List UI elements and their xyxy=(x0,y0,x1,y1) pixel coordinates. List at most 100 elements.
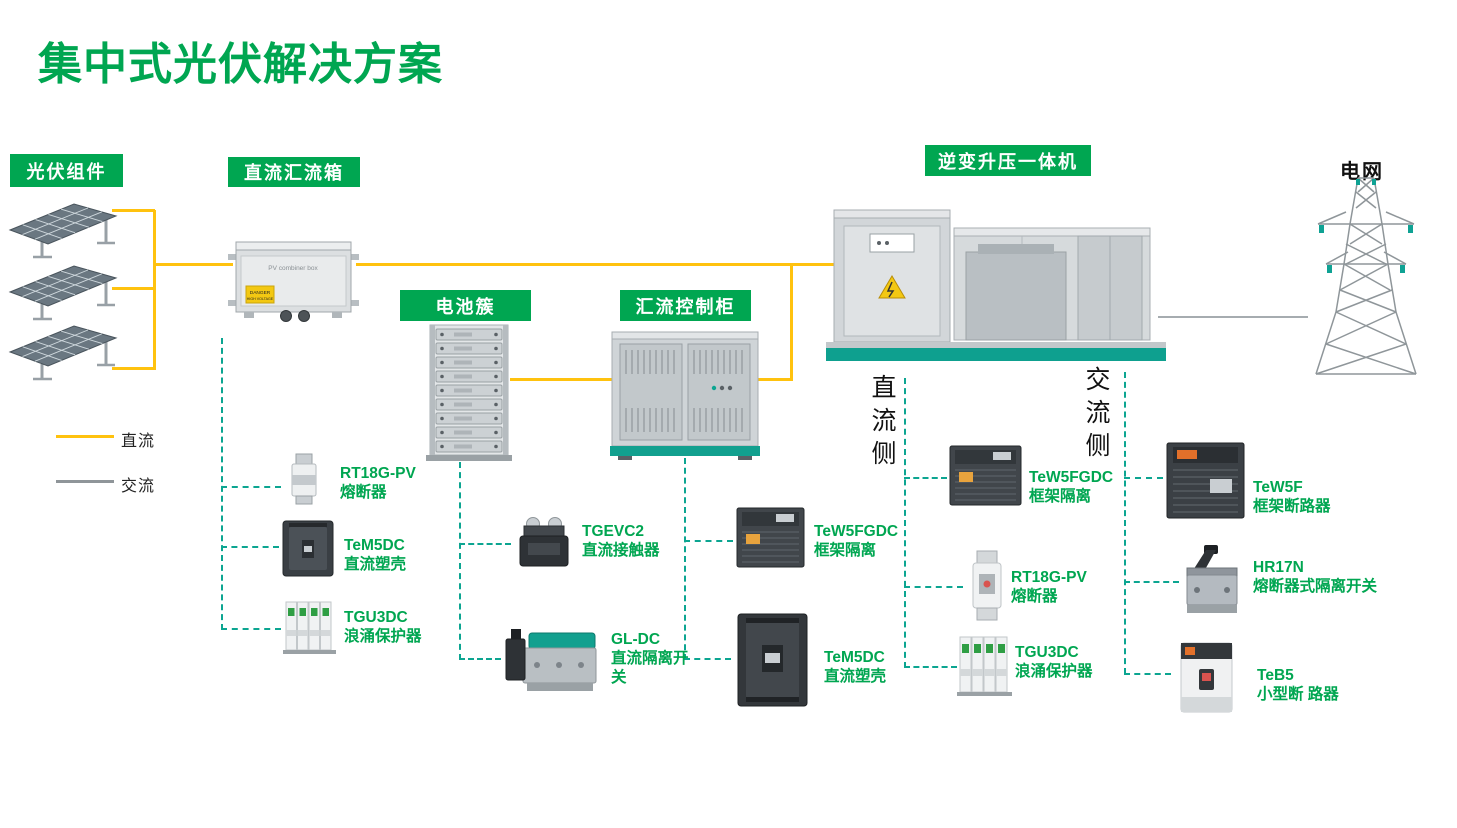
component-desc: 熔断器式隔离开关 xyxy=(1253,578,1378,595)
callout-line-control-2 xyxy=(684,658,731,660)
product-image-tew5fgdc-2 xyxy=(949,445,1022,506)
component-desc: 框架断路器 xyxy=(1253,498,1331,515)
component-callout-tgu3dc-2: TGU3DC 浪涌保护器 xyxy=(1015,643,1093,681)
product-image-tgevc2 xyxy=(519,517,569,567)
component-desc: 浪涌保护器 xyxy=(1015,663,1093,680)
component-callout-hr17n: HR17N 熔断器式隔离开关 xyxy=(1253,558,1377,596)
combiner-danger-text-1: DANGER xyxy=(250,290,271,296)
product-image-rt18g-pv-1 xyxy=(291,453,317,505)
product-image-teb5 xyxy=(1180,642,1233,713)
callout-line-combiner-1 xyxy=(221,486,281,488)
component-desc: 浪涌保护器 xyxy=(344,628,422,645)
legend-ac-line xyxy=(56,480,114,483)
component-name: TeM5DC xyxy=(824,649,885,666)
component-callout-rt18g-pv-1: RT18G-PV 熔断器 xyxy=(340,464,416,502)
component-name: TeM5DC xyxy=(344,537,405,554)
label-pv-modules: 光伏组件 xyxy=(10,154,123,187)
component-name: TeW5FGDC xyxy=(1029,469,1114,486)
dc-line-combiner-to-inverter xyxy=(356,263,834,266)
component-name: TeW5FGDC xyxy=(814,523,899,540)
product-image-tem5dc-1 xyxy=(282,520,334,577)
callout-line-acside-3 xyxy=(1124,673,1171,675)
product-image-hr17n xyxy=(1186,545,1238,613)
dc-line-panel-stub-3 xyxy=(112,367,155,370)
component-name: TGEVC2 xyxy=(582,523,645,540)
callout-line-battery-v xyxy=(459,462,461,660)
solar-panel-illustration-2 xyxy=(8,265,118,321)
callout-line-acside-v xyxy=(1124,372,1126,674)
combiner-box-illustration: PV combiner box DANGER HIGH VOLTAGE xyxy=(228,241,359,322)
callout-line-battery-2 xyxy=(459,658,501,660)
component-desc: 熔断器 xyxy=(1011,588,1058,605)
component-callout-tew5fgdc-1: TeW5FGDC 框架隔离 xyxy=(814,522,898,560)
callout-line-control-v xyxy=(684,458,686,660)
label-ac-side: 交流侧 xyxy=(1082,366,1110,465)
component-callout-tgevc2: TGEVC2 直流接触器 xyxy=(582,522,660,560)
component-name: TeW5F xyxy=(1253,479,1303,496)
page-title: 集中式光伏解决方案 xyxy=(38,40,443,89)
label-combiner-control: 汇流控制柜 xyxy=(620,290,751,321)
component-desc: 直流塑壳 xyxy=(824,668,887,685)
battery-rack-illustration xyxy=(426,324,512,461)
product-image-tgu3dc-1 xyxy=(283,601,336,654)
product-image-tew5f xyxy=(1166,442,1245,519)
callout-line-acside-1 xyxy=(1124,477,1163,479)
callout-line-combiner-v xyxy=(221,338,223,630)
component-desc: 框架隔离 xyxy=(814,542,877,559)
component-name: GL-DC xyxy=(611,631,661,648)
component-name: RT18G-PV xyxy=(1011,569,1087,586)
component-callout-gl-dc: GL-DC 直流隔离开关 xyxy=(611,630,691,687)
legend-ac-label: 交流 xyxy=(121,478,156,495)
component-callout-tem5dc-1: TeM5DC 直流塑壳 xyxy=(344,536,406,574)
component-name: RT18G-PV xyxy=(340,465,416,482)
component-callout-tew5fgdc-2: TeW5FGDC 框架隔离 xyxy=(1029,468,1113,506)
combiner-danger-text-2: HIGH VOLTAGE xyxy=(247,297,274,301)
dc-line-cabinet-to-riser xyxy=(756,378,792,381)
legend-dc-label: 直流 xyxy=(121,433,156,450)
component-name: TeB5 xyxy=(1257,667,1294,684)
dc-line-panel-stub-2 xyxy=(112,287,155,290)
label-dc-combiner: 直流汇流箱 xyxy=(228,157,360,187)
component-desc: 直流隔离开关 xyxy=(611,650,689,686)
label-dc-side: 直流侧 xyxy=(868,374,896,473)
inverter-illustration xyxy=(826,209,1166,361)
dc-line-panel-bus xyxy=(153,210,156,370)
component-name: TGU3DC xyxy=(344,609,408,626)
component-callout-tew5f: TeW5F 框架断路器 xyxy=(1253,478,1331,516)
component-desc: 直流接触器 xyxy=(582,542,660,559)
ac-line-inverter-to-grid xyxy=(1158,316,1308,318)
transmission-tower-illustration xyxy=(1315,177,1417,375)
component-callout-tgu3dc-1: TGU3DC 浪涌保护器 xyxy=(344,608,422,646)
callout-line-combiner-3 xyxy=(221,628,281,630)
label-inverter: 逆变升压一体机 xyxy=(925,145,1091,176)
control-cabinet-illustration xyxy=(610,331,760,460)
component-name: TGU3DC xyxy=(1015,644,1079,661)
component-desc: 框架隔离 xyxy=(1029,488,1092,505)
dc-line-to-combiner xyxy=(153,263,233,266)
dc-line-riser xyxy=(790,263,793,381)
component-callout-teb5: TeB5 小型断 路器 xyxy=(1257,666,1339,704)
callout-line-combiner-2 xyxy=(221,546,279,548)
label-battery-cluster: 电池簇 xyxy=(400,290,531,321)
product-image-tem5dc-2 xyxy=(737,613,808,707)
solar-panel-illustration-3 xyxy=(8,325,118,381)
dc-line-panel-stub-1 xyxy=(112,209,155,212)
solar-panel-illustration-1 xyxy=(8,203,118,259)
product-image-rt18g-pv-2 xyxy=(972,550,1002,621)
callout-line-dcside-1 xyxy=(904,477,947,479)
callout-line-control-1 xyxy=(684,540,733,542)
component-desc: 小型断 路器 xyxy=(1257,686,1339,703)
callout-line-battery-1 xyxy=(459,543,511,545)
dc-line-battery-to-cabinet xyxy=(510,378,614,381)
component-callout-tem5dc-2: TeM5DC 直流塑壳 xyxy=(824,648,886,686)
component-desc: 熔断器 xyxy=(340,484,387,501)
component-name: HR17N xyxy=(1253,559,1304,576)
legend-dc-line xyxy=(56,435,114,438)
callout-line-dcside-v xyxy=(904,378,906,668)
callout-line-dcside-3 xyxy=(904,666,957,668)
component-desc: 直流塑壳 xyxy=(344,556,407,573)
callout-line-dcside-2 xyxy=(904,586,963,588)
callout-line-acside-2 xyxy=(1124,581,1179,583)
product-image-tew5fgdc-1 xyxy=(736,507,805,568)
